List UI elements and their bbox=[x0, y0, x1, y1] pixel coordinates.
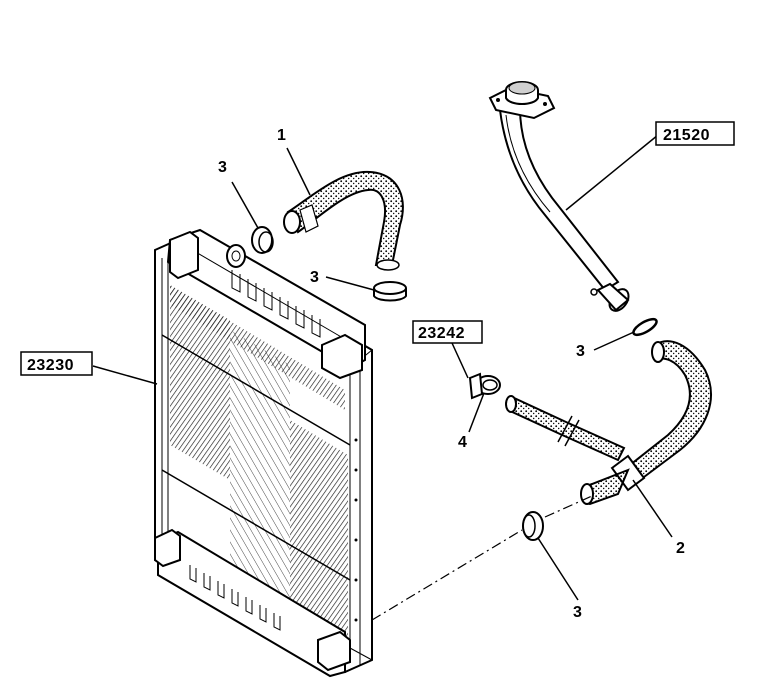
ref-box-filler-pipe: 21520 bbox=[655, 121, 735, 146]
callout-ring-top-left: 3 bbox=[218, 159, 227, 176]
upper-hose bbox=[283, 170, 404, 271]
ref-clamp-group-text: 23242 bbox=[418, 325, 465, 342]
callout-hose-lower: 2 bbox=[676, 540, 685, 557]
callout-clamp: 4 bbox=[458, 434, 467, 451]
assembly-centerline bbox=[371, 495, 593, 621]
leader-lines bbox=[92, 134, 673, 601]
ring-top-left bbox=[251, 226, 274, 254]
ref-radiator-text: 23230 bbox=[27, 357, 74, 374]
filler-pipe bbox=[488, 81, 630, 312]
ref-filler-pipe-text: 21520 bbox=[663, 127, 710, 144]
callout-ring-top-mid: 3 bbox=[310, 269, 319, 286]
ring-right bbox=[632, 317, 658, 337]
callout-hose-upper: 1 bbox=[277, 127, 286, 144]
ref-box-radiator: 23230 bbox=[20, 351, 93, 376]
lower-hose bbox=[505, 340, 712, 506]
ref-box-clamp-group: 23242 bbox=[412, 320, 483, 344]
ring-top-mid bbox=[373, 281, 407, 302]
ring-bottom bbox=[522, 511, 544, 541]
callout-ring-bottom: 3 bbox=[573, 604, 582, 621]
hose-clamp bbox=[468, 372, 501, 400]
callout-ring-right: 3 bbox=[576, 343, 585, 360]
radiator bbox=[154, 228, 373, 678]
